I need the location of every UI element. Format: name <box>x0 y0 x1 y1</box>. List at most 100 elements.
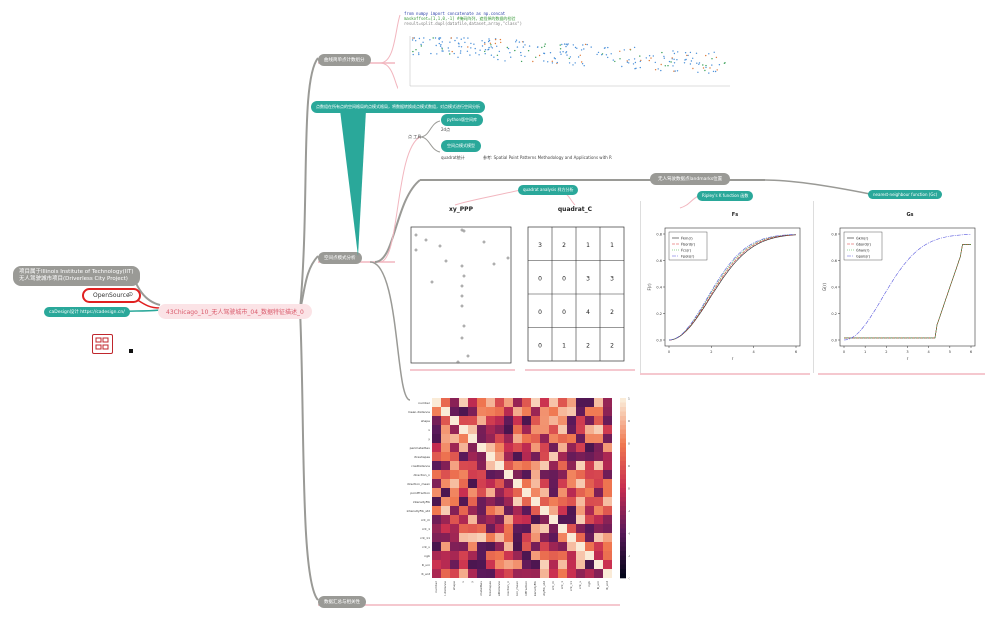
colorbar-segment <box>620 501 626 507</box>
scatter-point <box>572 44 574 46</box>
heatmap-cell <box>549 470 558 479</box>
scatter-point <box>470 42 472 45</box>
heatmap-cell <box>594 416 603 425</box>
colorbar-segment <box>620 465 626 471</box>
heatmap-cell <box>513 569 522 578</box>
heatmap-cell <box>477 497 486 506</box>
heatmap-cell <box>459 542 468 551</box>
fs-title: Fs <box>731 212 739 218</box>
heatmap-cell <box>468 497 477 506</box>
branch-spatial-pattern[interactable]: 空间点模式分析 <box>318 252 362 264</box>
x-tick-label: 2 <box>885 350 887 354</box>
heatmap-cell <box>486 416 495 425</box>
function-line <box>844 244 971 339</box>
heatmap-cell <box>522 569 531 578</box>
colorbar-segment <box>620 497 626 502</box>
heatmap-cell <box>522 470 531 479</box>
ppp-point <box>460 228 464 232</box>
heatmap-cell <box>432 533 441 542</box>
heatmap-cell <box>585 551 594 560</box>
scatter-point <box>544 43 546 45</box>
heatmap-cell <box>567 560 576 569</box>
heatmap-cell <box>567 488 576 497</box>
heatmap-cell <box>468 569 477 578</box>
heatmap-cell <box>540 452 549 461</box>
heatmap-cell <box>477 470 486 479</box>
project-info-node[interactable]: 项目属于Illinois Institute of Technology(IIT… <box>13 266 140 286</box>
scatter-point <box>418 37 421 40</box>
scatter-point <box>697 71 699 73</box>
project-info-line1: 项目属于Illinois Institute of Technology(IIT… <box>19 269 134 275</box>
heatmap-cell <box>540 524 549 533</box>
colorbar-segment <box>620 425 626 430</box>
heatmap-cell <box>450 569 459 578</box>
root-node[interactable]: 43Chicago_10_无人驾驶城市_04_数据特征描述_0 <box>158 304 312 319</box>
quadrat-analysis-node[interactable]: quadrat analysis 样方分析 <box>518 185 579 195</box>
colorbar-segment <box>620 438 626 444</box>
heatmap-cell <box>504 479 513 488</box>
heatmap-col-label: perimeterRev <box>479 581 483 596</box>
scatter-point <box>543 52 545 54</box>
branch-landmarks-label: 无人驾驶数据点landmarks位置 <box>658 177 723 182</box>
branch-feature-stats[interactable]: 数据汇总与相关性 <box>318 596 366 608</box>
heatmap-cell <box>441 461 450 470</box>
scatter-point <box>560 53 562 55</box>
scatter-point <box>438 37 441 39</box>
scatter-point <box>569 56 572 58</box>
heatmap-cell <box>540 560 549 569</box>
scatter-point <box>412 50 414 53</box>
spatial-model-node[interactable]: 空间点模式模型 <box>441 140 481 152</box>
cadesign-link-node[interactable]: caDesign设计 https://cadesign.cn/ <box>44 307 130 317</box>
scatter-point <box>634 61 637 64</box>
heatmap-cell <box>477 452 486 461</box>
branch-landmarks[interactable]: 无人驾驶数据点landmarks位置 <box>650 173 731 185</box>
scatter-point <box>684 59 686 61</box>
heatmap-cell <box>495 398 504 407</box>
scatter-point <box>438 42 440 45</box>
heatmap-cell <box>486 488 495 497</box>
heatmap-cell <box>567 569 576 578</box>
nearest-neighbour-node[interactable]: nearest-neighbour function (Gc) <box>868 190 943 199</box>
heatmap-cell <box>540 461 549 470</box>
heatmap-cell <box>549 542 558 551</box>
scatter-point <box>434 37 437 39</box>
opensource-node[interactable]: OpenSource <box>82 288 141 303</box>
branch-interpolation[interactable]: 曲线简单点计数组分 <box>318 54 371 66</box>
scatter-point <box>712 70 715 73</box>
root-title: 43Chicago_10_无人驾驶城市_04_数据特征描述_0 <box>166 309 304 316</box>
heatmap-cell <box>513 479 522 488</box>
heatmap-cell <box>549 569 558 578</box>
colorbar-label: -0.25 <box>628 509 630 513</box>
code-line-1: from numpy import concatenate as np.conc… <box>404 11 506 16</box>
heatmap-col-label: cnt_m <box>551 581 555 590</box>
scatter-point <box>677 51 679 53</box>
scatter-point <box>632 63 635 65</box>
scatter-point <box>543 60 545 62</box>
scatter-point <box>551 60 553 62</box>
quadrat-count: 2 <box>610 309 614 316</box>
heatmap-cell <box>450 434 459 443</box>
heatmap-cell <box>486 515 495 524</box>
heatmap-cell <box>450 560 459 569</box>
scatter-point <box>449 53 451 55</box>
colorbar-segment <box>620 470 626 475</box>
heatmap-cell <box>441 524 450 533</box>
cadesign-seal-logo <box>92 334 113 354</box>
legend-label: Ĝkm(r) <box>856 236 869 241</box>
scatter-point <box>527 50 530 52</box>
heatmap-cell <box>594 443 603 452</box>
y-axis-label: F(r) <box>647 283 652 291</box>
heatmap-cell <box>531 434 540 443</box>
heatmap-cell <box>522 560 531 569</box>
black-square-marker <box>129 349 133 353</box>
heatmap-cell <box>576 407 585 416</box>
python-lib-node[interactable]: python版空间库 <box>441 114 483 126</box>
k-function-node[interactable]: Ripley's K function 函数 <box>697 191 754 201</box>
ppp-point <box>460 304 464 308</box>
ppp-point <box>444 259 448 263</box>
quadrat-count: 2 <box>610 343 614 350</box>
scatter-point <box>457 56 459 58</box>
scatter-point <box>490 44 492 46</box>
scatter-point <box>464 41 466 44</box>
